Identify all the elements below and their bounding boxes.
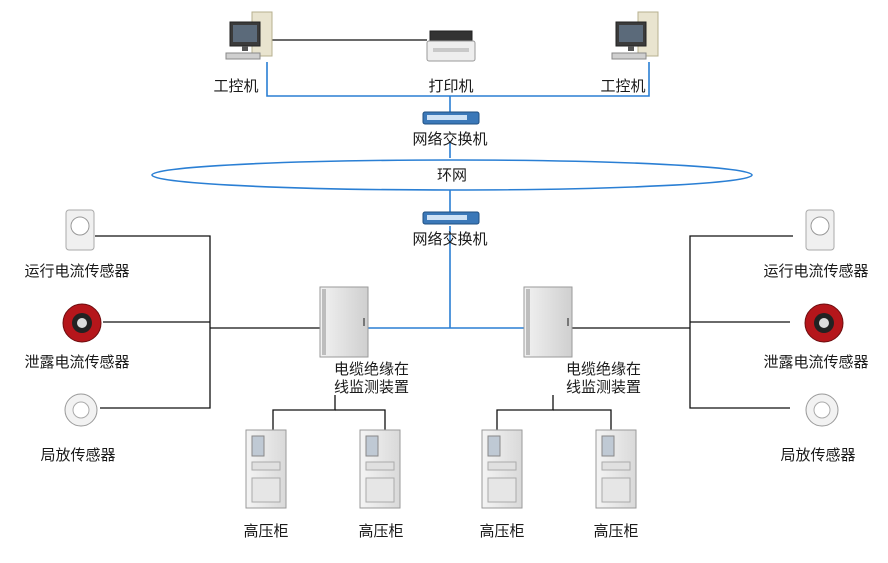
right-cab-line-b [553, 409, 612, 432]
left-cab-line-a [272, 395, 336, 432]
right-pd-sensor-label: 局放传感器 [780, 446, 856, 464]
cabinet-2-icon [359, 429, 401, 509]
monitor-left-label-2: 线监测装置 [334, 378, 410, 396]
monitor-right-label-1: 电缆绝缘在 [566, 360, 642, 378]
cabinet-3-label: 高压柜 [479, 522, 525, 540]
monitor-right-icon [523, 286, 573, 358]
left-leakage-sensor-label: 泄露电流传感器 [24, 353, 130, 371]
switch-bottom-icon [422, 211, 480, 225]
right-cab-line-a [496, 395, 554, 432]
switch-top-icon [422, 111, 480, 125]
right-running-sensor-icon [805, 209, 835, 251]
pc-right-icon [611, 11, 659, 60]
cabinet-4-icon [595, 429, 637, 509]
pc-left-icon [225, 11, 273, 60]
left-pd-sensor-label: 局放传感器 [40, 446, 116, 464]
ring-network [151, 159, 753, 191]
right-leakage-sensor-icon [804, 303, 844, 343]
pc-right-label: 工控机 [600, 77, 646, 95]
right-running-sensor-label: 运行电流传感器 [763, 262, 869, 280]
pc-left-label: 工控机 [213, 77, 259, 95]
right-leakage-sensor-label: 泄露电流传感器 [763, 353, 869, 371]
ring-label: 环网 [436, 166, 468, 184]
cabinet-2-label: 高压柜 [358, 522, 404, 540]
right-pd-sensor-icon [805, 393, 839, 427]
top-lan-line [266, 62, 650, 97]
field-wiring [95, 39, 793, 432]
cabinet-1-label: 高压柜 [243, 522, 289, 540]
left-pd-sensor-icon [64, 393, 98, 427]
left-leakage-sensor-icon [62, 303, 102, 343]
monitor-left-label-1: 电缆绝缘在 [334, 360, 410, 378]
monitor-left-icon [319, 286, 369, 358]
switch-bottom-label: 网络交换机 [412, 230, 488, 248]
left-running-sensor-label: 运行电流传感器 [24, 262, 130, 280]
monitor-right-label-2: 线监测装置 [566, 378, 642, 396]
printer-label: 打印机 [428, 77, 474, 95]
left-running-sensor-icon [65, 209, 95, 251]
printer-icon [426, 30, 476, 62]
cabinet-4-label: 高压柜 [593, 522, 639, 540]
cabinet-1-icon [245, 429, 287, 509]
switch-top-label: 网络交换机 [412, 130, 488, 148]
network-lines [266, 62, 650, 329]
cabinet-3-icon [481, 429, 523, 509]
left-cab-line-b [335, 409, 386, 432]
